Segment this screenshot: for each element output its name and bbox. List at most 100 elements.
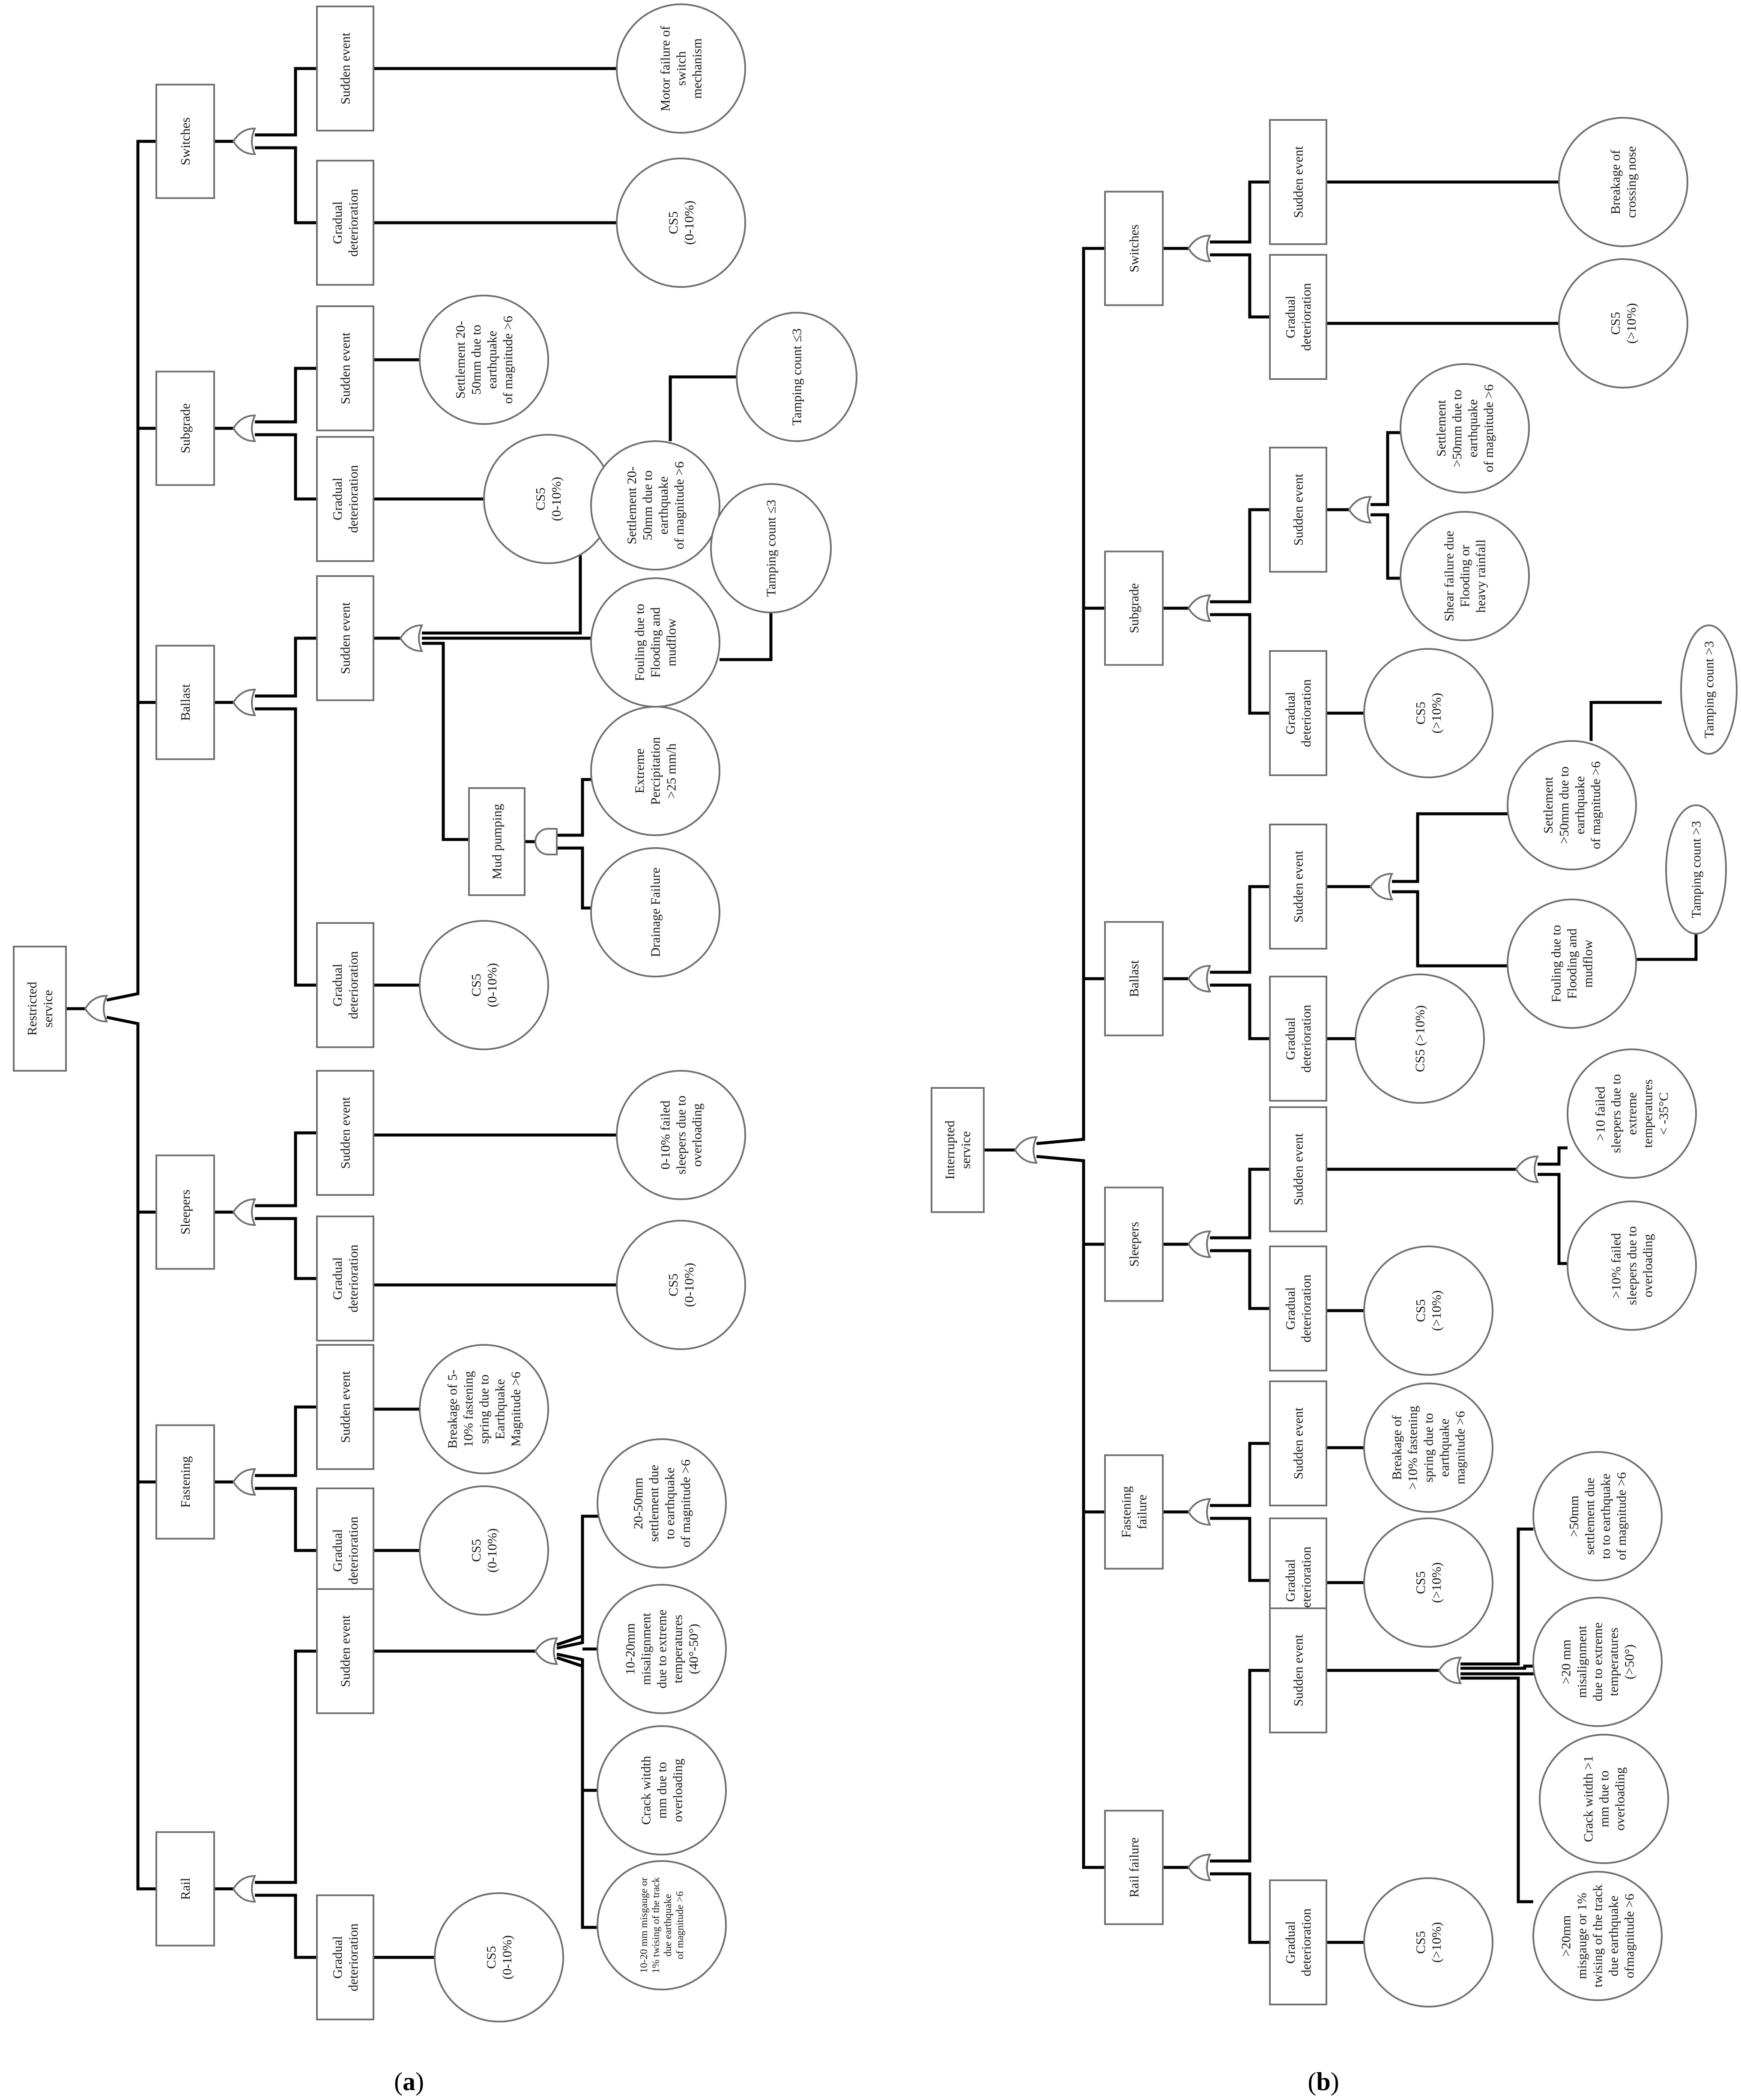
a-event-extreme-precipitation: ExtremePercipitation>25 mm/h [590,706,720,836]
b-edge-ball-settle [1392,812,1508,883]
a-box-rail-label: Rail [178,1878,193,1900]
a-root-restricted-service-label: Restrictedservice [24,982,55,1036]
b-box-subgrade-label: Subgrade [1126,583,1141,633]
b-edge-fastening-sudden [1210,1442,1270,1507]
a-box-sleepers-sudden: Sudden event [316,1070,374,1196]
b-event-ballast-cs5-label: CS5 (>10%) [1413,1005,1427,1072]
b-bus-lower [1036,1155,1105,1869]
b-box-subgrade: Subgrade [1104,550,1164,666]
b-box-switches-sudden-label: Sudden event [1291,146,1306,218]
b-event-subgrade-cs5-label: CS5(>10%) [1413,693,1444,734]
a-event-sleepers-cs5: CS5(0-10%) [616,1220,746,1350]
b-gate-subgrade [1187,594,1212,622]
a-box-ballast-sudden-label: Sudden event [338,602,353,674]
a-gate-ballast-sudden [399,624,424,652]
b-box-ballast-sudden: Sudden event [1269,824,1327,950]
b-box-sleepers-label: Sleepers [1126,1222,1141,1267]
a-box-subgrade-label: Subgrade [178,403,193,453]
a-box-fastening-gradual-label: Gradualdeterioration [330,1516,361,1584]
a-box-subgrade-sudden: Sudden event [316,305,374,431]
a-box-sleepers: Sleepers [155,1154,215,1270]
b-gate-fastening [1187,1498,1212,1526]
b-edge-fastening-gradual [1210,1517,1270,1582]
b-event-switches-crossing-nose-label: Breakage ofcrossing nose [1608,146,1639,218]
a-box-switches-gradual: Gradualdeterioration [316,160,374,286]
b-event-rail-cs5: CS5(>10%) [1363,1877,1493,2007]
b-box-fastening-sudden: Sudden event [1269,1380,1327,1506]
a-event-ballast-fouling-label: Fouling due toFlooding andmudflow [632,604,679,681]
b-edge-subgrade-sudden [1210,508,1270,603]
b-box-switches-sudden: Sudden event [1269,119,1327,245]
a-box-rail-gradual-label: Gradualdeterioration [330,1923,361,1991]
a-event-ballast-cs5: CS5(0-10%) [419,920,549,1050]
b-event-sleepers-temperature-label: >10 failedsleepers due toextremetemperat… [1593,1074,1671,1153]
a-edge-rail-e3-stub [556,1640,584,1650]
a-box-subgrade-gradual-label: Gradualdeterioration [330,465,361,533]
a-event-fastening-cs5: CS5(0-10%) [419,1485,549,1616]
a-box-sleepers-gradual: Gradualdeterioration [316,1216,374,1341]
a-event-subgrade-settlement-label: Settlement 20-50mm due toearthquakeof ma… [453,316,515,403]
b-event-switches-crossing-nose: Breakage ofcrossing nose [1558,117,1688,247]
a-box-rail-gradual: Gradualdeterioration [316,1894,374,2020]
b-gate-ballast [1187,965,1212,993]
b-box-sleepers: Sleepers [1104,1186,1164,1302]
a-box-sleepers-gradual-label: Gradualdeterioration [330,1244,361,1312]
b-box-subgrade-gradual: Gradualdeterioration [1269,650,1327,776]
a-gate-ballast [232,688,257,717]
a-box-switches-gradual-label: Gradualdeterioration [330,188,361,257]
a-gate-mud-pumping [534,828,558,855]
a-event-ballast-tamping-2: Tamping count ≤3 [710,483,832,613]
b-box-subgrade-sudden-label: Sudden event [1291,474,1306,546]
b-edge-rail-e2 [1460,1672,1544,1688]
b-event-sleepers-temperature: >10 failedsleepers due toextremetemperat… [1567,1049,1697,1179]
b-event-rail-misgauge: >20mmmisgauge or 1%twising of the trackd… [1532,1871,1663,2001]
b-box-switches-gradual: Gradualdeterioration [1269,254,1327,380]
b-event-rail-settlement-label: >50mmsettlement dueto to earthquakeof ma… [1566,1472,1629,1560]
a-edge-ballast-gradual [255,707,317,987]
b-box-ballast-sudden-label: Sudden event [1291,851,1306,923]
b-edge-ballast-sudden [1210,885,1270,974]
a-edge-switches-gradual [255,146,317,224]
a-event-drainage-failure: Drainage Failure [590,847,720,977]
b-event-rail-crack-label: Crack witdth >1mm due tooverloading [1581,1756,1628,1842]
b-edge-rail-e1 [1460,1676,1533,1903]
b-edge-rail-gradual [1210,1872,1270,1944]
a-edge-tamp2 [720,608,773,661]
a-event-rail-cs5: CS5(0-10%) [434,1892,564,2022]
b-event-subgrade-cs5: CS5(>10%) [1363,648,1493,778]
b-event-subgrade-shear-label: Shear failure dueFlooding orheavy rainfa… [1442,531,1488,621]
b-box-rail-gradual-label: Gradualdeterioration [1283,1908,1314,1976]
a-event-switches-motor-label: Motor failure ofswitchmechanism [658,25,705,111]
b-event-switches-cs5: CS5(>10%) [1558,258,1688,388]
a-event-switches-motor: Motor failure ofswitchmechanism [616,3,746,134]
b-box-switches-gradual-label: Gradualdeterioration [1283,283,1314,351]
a-edge-rail-gradual [255,1894,317,1959]
b-box-rail-sudden: Sudden event [1269,1607,1327,1733]
a-event-rail-misgauge: 10-20 mm misgauge or1% twising of the tr… [597,1860,727,1990]
b-box-fastening-sudden-label: Sudden event [1291,1407,1306,1479]
a-box-rail: Rail [155,1831,215,1947]
a-event-ballast-tamping-2-label: Tamping count ≤3 [764,500,779,597]
b-event-ballast-tamping-1-label: Tamping count >3 [1702,641,1717,738]
b-event-rail-settlement: >50mmsettlement dueto to earthquakeof ma… [1532,1451,1663,1581]
a-edge-rail-e2 [556,1652,604,1792]
b-box-fastening-label: Fasteningfailure [1119,1486,1150,1538]
a-box-rail-sudden: Sudden event [316,1588,374,1714]
b-event-sleepers-cs5-label: CS5(>10%) [1413,1290,1444,1331]
a-event-ballast-tamping-1-label: Tamping count ≤3 [789,329,804,426]
b-edge-sleepers-gradual [1210,1249,1270,1310]
b-edge-sleep-e1 [1538,1173,1568,1265]
a-edge-ball-mud [422,642,469,841]
b-box-ballast: Ballast [1104,921,1164,1037]
a-edge-ballast-sudden [255,636,317,698]
a-edge-sleepers-sudden [255,1131,317,1207]
b-event-ballast-settlement-label: Settlement>50mm due toearthquakeof magni… [1541,761,1603,849]
a-caption: (a) [394,2067,424,2096]
b-edge-sleep-e2 [1538,1146,1568,1166]
a-event-switches-cs5: CS5(0-10%) [616,158,746,288]
a-event-switches-cs5-label: CS5(0-10%) [666,200,696,245]
b-root-or-gate [1014,1136,1038,1164]
a-event-fastening-cs5-label: CS5(0-10%) [469,1528,499,1572]
b-box-sleepers-sudden: Sudden event [1269,1106,1327,1232]
